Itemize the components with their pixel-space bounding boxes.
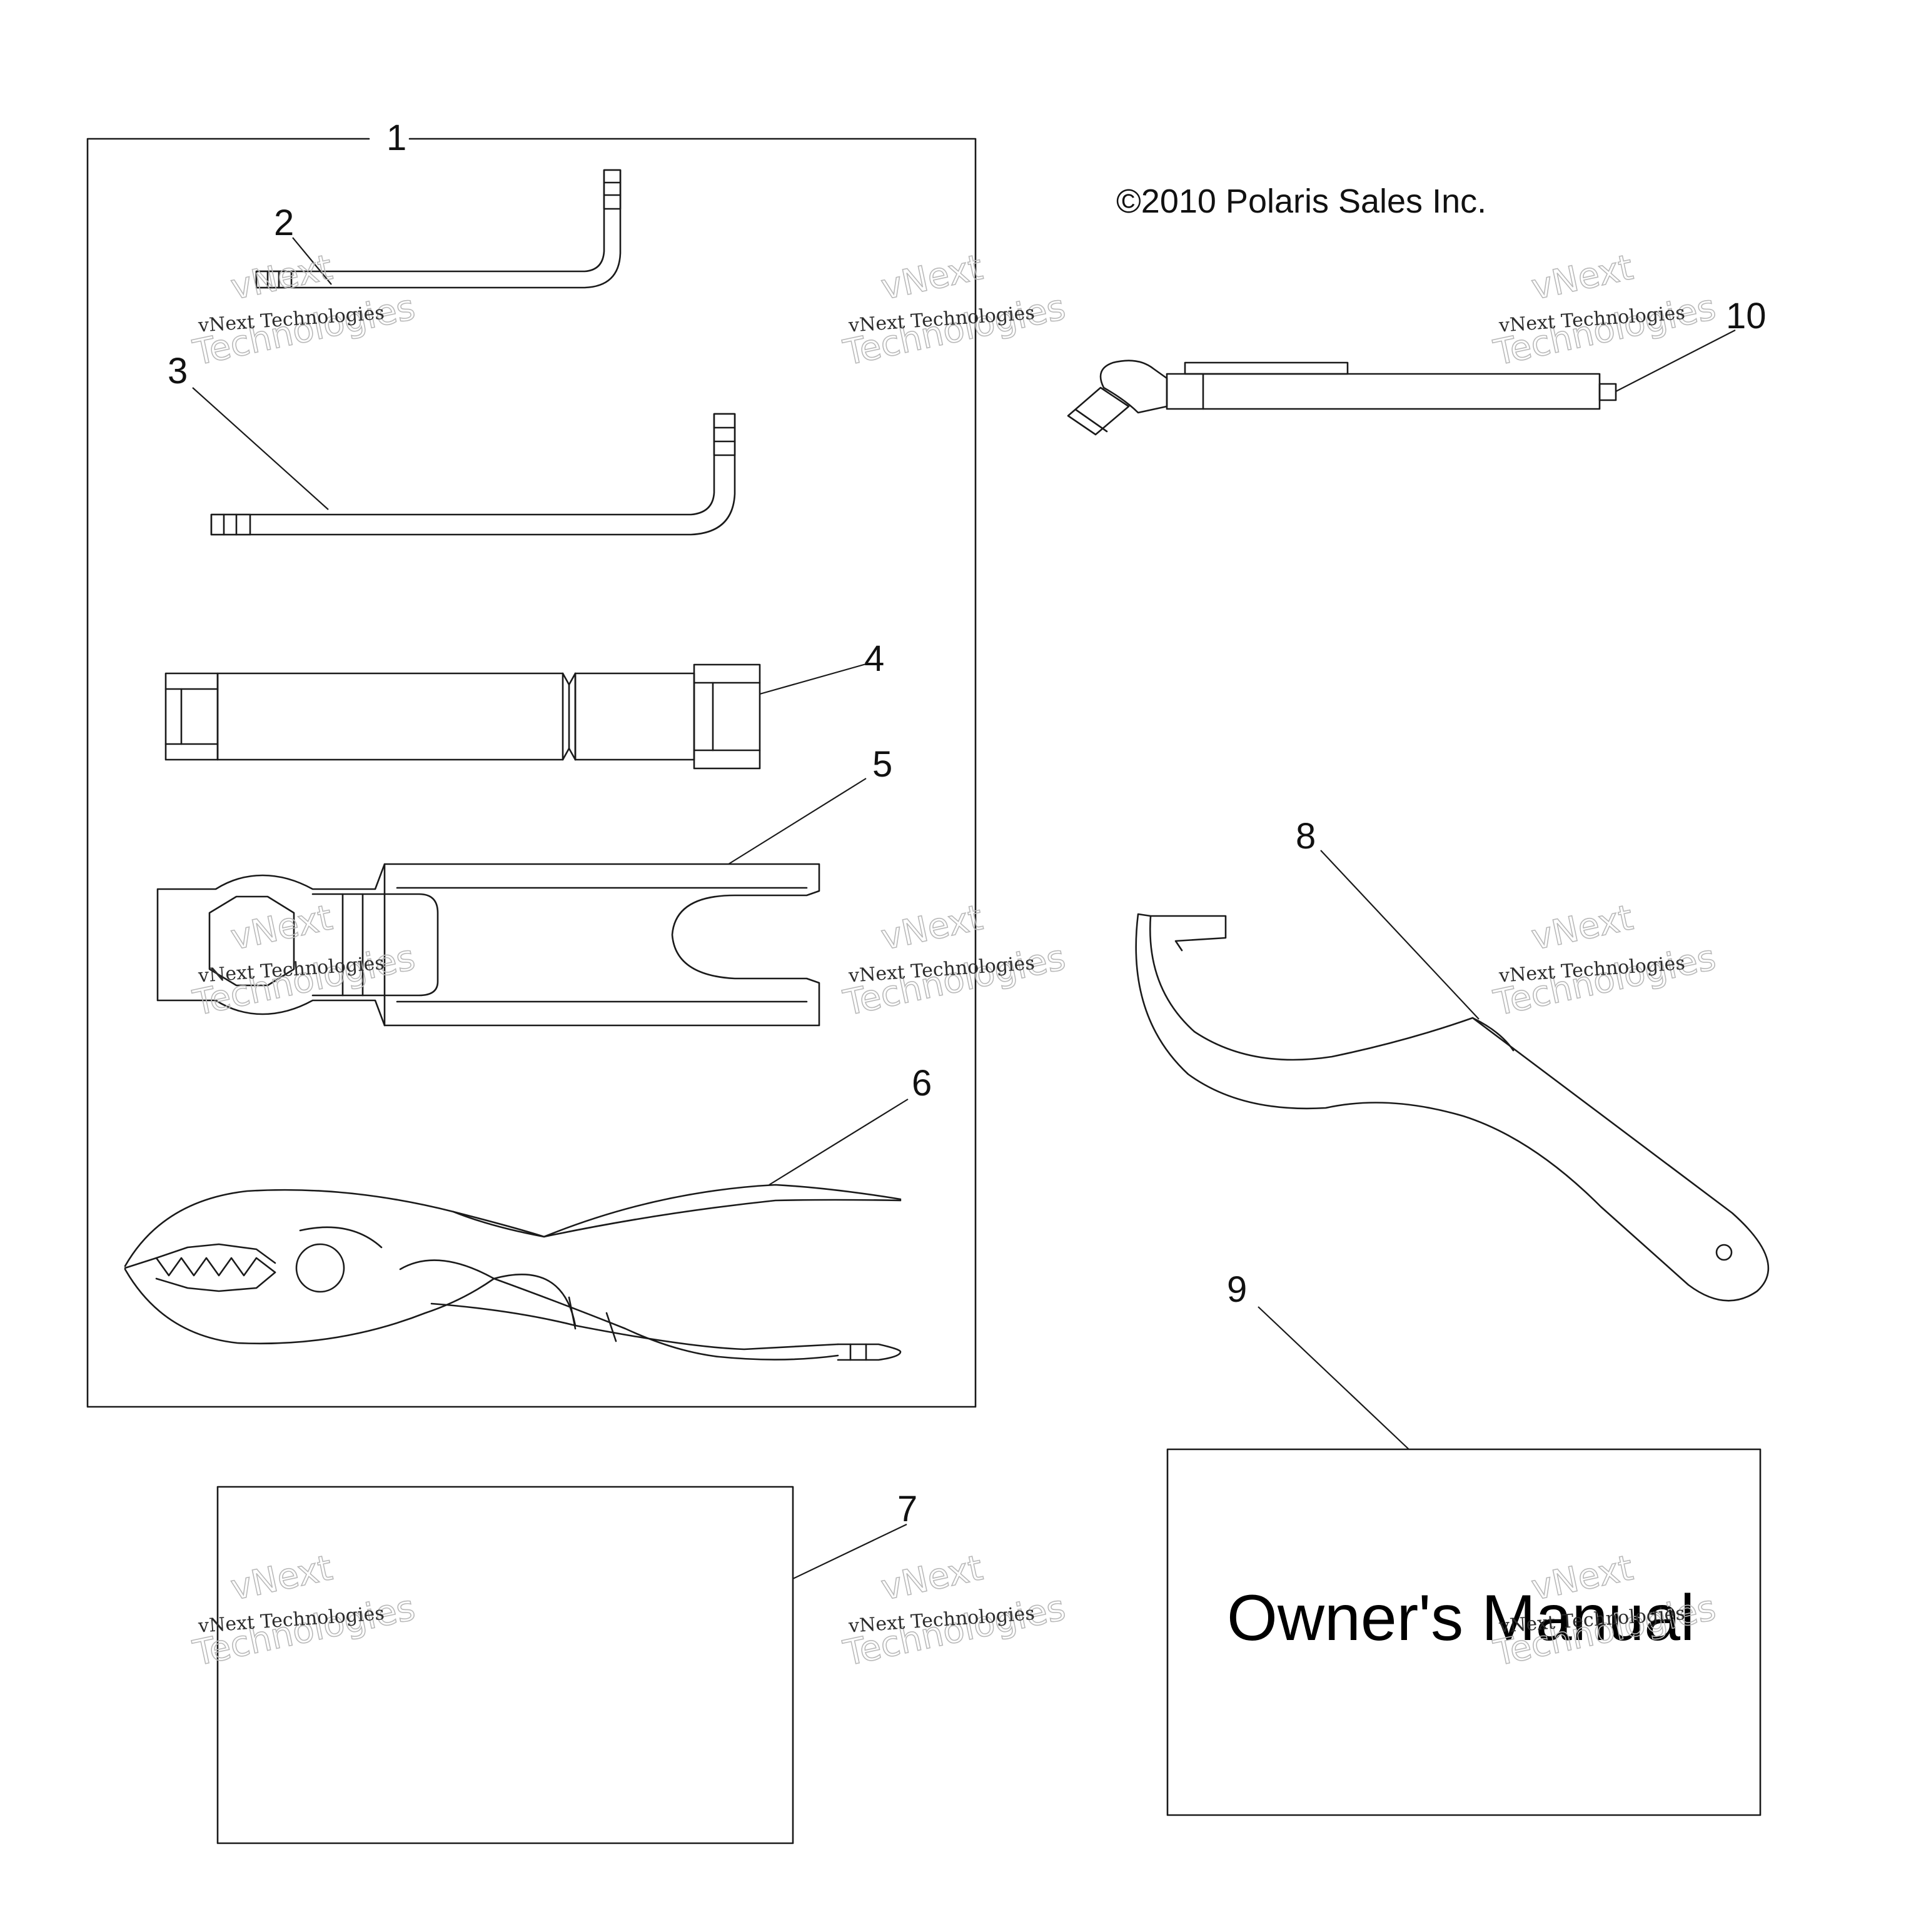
svg-text:vNext: vNext (228, 247, 336, 308)
callout-9: 9 (1227, 1269, 1247, 1310)
callout-7: 7 (897, 1489, 917, 1529)
callout-1: 1 (386, 118, 406, 158)
svg-text:vNext: vNext (878, 897, 987, 958)
owners-manual: Owner's Manual (1166, 1448, 1762, 1816)
owners-manual-title: Owner's Manual (1227, 1582, 1695, 1654)
pliers (124, 1184, 902, 1361)
spanner-tool (156, 863, 820, 1027)
callouts: 1 2 3 4 5 6 7 8 9 10 (168, 118, 1767, 1529)
callout-8: 8 (1296, 816, 1316, 857)
pressure-gauge (1067, 360, 1617, 436)
copyright-notice: ©2010 Polaris Sales Inc. (1116, 183, 1486, 220)
hex-key-small (255, 169, 622, 289)
svg-text:vNext: vNext (1528, 247, 1637, 308)
watermark-2: vNext Technologies vNext Technologies (839, 246, 1069, 374)
callout-4: 4 (864, 638, 884, 679)
svg-text:vNext: vNext (1528, 897, 1637, 958)
callout-5: 5 (872, 744, 892, 785)
watermark-1: vNext Technologies vNext Technologies (189, 246, 419, 374)
svg-text:vNext: vNext (878, 247, 987, 308)
svg-text:vNext: vNext (228, 897, 336, 958)
socket-wrench (164, 663, 761, 770)
watermark-6: vNext Technologies vNext Technologies (1490, 897, 1720, 1024)
callout-2: 2 (274, 203, 294, 243)
watermark-4: vNext Technologies vNext Technologies (189, 897, 419, 1024)
watermark-7: vNext Technologies vNext Technologies (189, 1547, 419, 1674)
watermark-5: vNext Technologies vNext Technologies (839, 897, 1069, 1024)
callout-6: 6 (912, 1063, 932, 1104)
hex-key-large (210, 413, 736, 536)
svg-text:vNext: vNext (878, 1547, 987, 1609)
svg-text:vNext: vNext (228, 1547, 336, 1609)
document-7 (216, 1486, 794, 1844)
tool-kit-outline (86, 138, 977, 1408)
callout-10: 10 (1726, 296, 1767, 336)
watermark-8: vNext Technologies vNext Technologies (839, 1547, 1069, 1674)
leader-lines (192, 237, 1736, 1579)
callout-3: 3 (168, 351, 188, 391)
watermark-3: vNext Technologies vNext Technologies (1490, 246, 1720, 374)
hook-spanner (1135, 913, 1770, 1302)
